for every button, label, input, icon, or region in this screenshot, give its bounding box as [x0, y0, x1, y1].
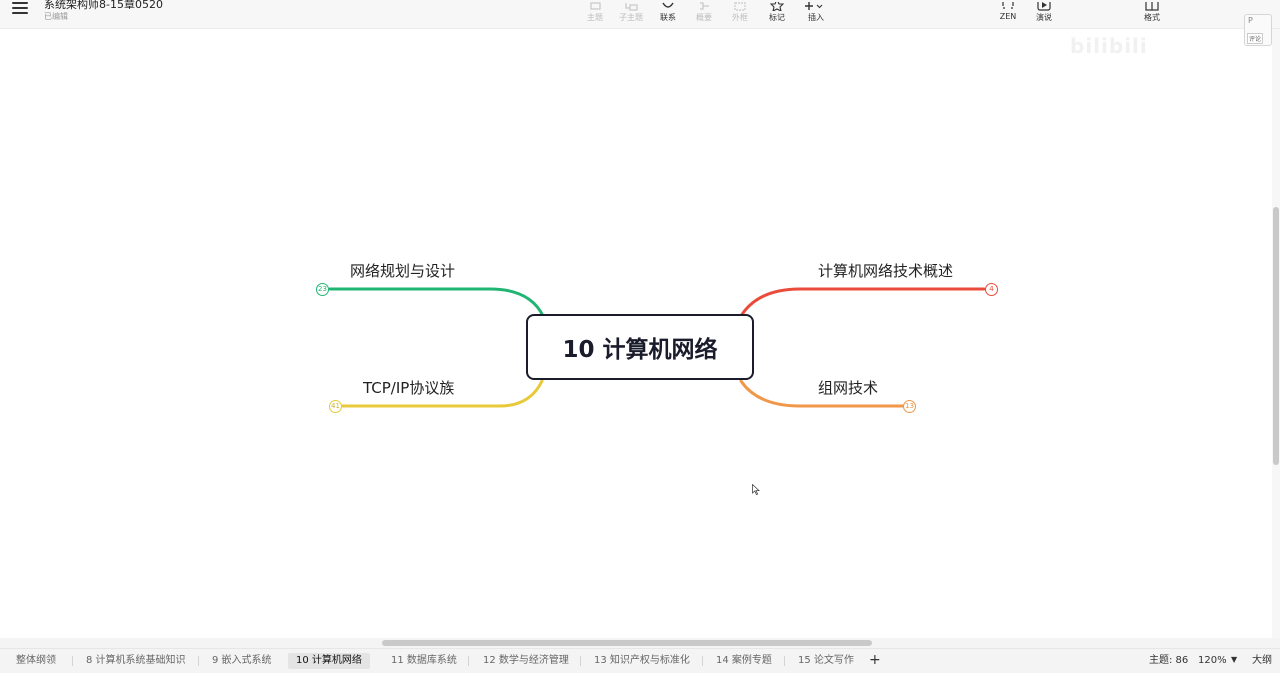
zen-mode-icon [1001, 0, 1015, 9]
format-panel-icon [1145, 0, 1159, 11]
relationship-icon [661, 0, 675, 8]
comment-avatar-widget[interactable]: P 评论 [1244, 14, 1272, 46]
connector-networking-tech [739, 379, 905, 408]
sheet-tab-ch14[interactable]: 14 案例专题 [716, 655, 772, 666]
avatar-letter: P [1248, 16, 1253, 25]
branch-networking-tech-count-badge[interactable]: 13 [903, 400, 916, 413]
add-sheet-plus-icon[interactable]: + [869, 652, 881, 668]
sheet-tab-overview[interactable]: 整体纲领 [16, 655, 56, 666]
toolbar-format-button[interactable]: 格式 [1132, 0, 1172, 28]
tab-divider [784, 656, 785, 666]
toolbar-topic-button[interactable]: 主题 [575, 0, 615, 28]
branch-network-planning[interactable]: 网络规划与设计 [350, 262, 456, 280]
presentation-play-icon [1037, 0, 1051, 11]
branch-network-overview-count-badge[interactable]: 4 [985, 283, 998, 296]
branch-tcpip-count-badge[interactable]: 41 [329, 400, 342, 413]
branch-tcpip[interactable]: TCP/IP协议族 [363, 379, 455, 397]
toolbar-subtopic-label: 子主题 [619, 13, 643, 22]
sheet-tab-ch10[interactable]: 10 计算机网络 [288, 653, 370, 669]
toolbar-zen-label: ZEN [999, 12, 1017, 21]
mouse-pointer-icon [752, 484, 760, 495]
tab-divider [468, 656, 469, 666]
vertical-scroll-thumb[interactable] [1273, 207, 1279, 465]
connector-tcpip [339, 379, 544, 408]
topic-icon [588, 0, 602, 10]
document-title[interactable]: 系统架构师8-15章0520 [44, 0, 163, 11]
boundary-icon [733, 0, 747, 11]
sheet-tab-ch11[interactable]: 11 数据库系统 [391, 655, 457, 666]
central-topic[interactable]: 10 计算机网络 [526, 314, 754, 380]
video-watermark: bilibili [1070, 34, 1148, 58]
tab-divider [72, 656, 73, 666]
toolbar-presentation-label: 演说 [1036, 13, 1052, 22]
insert-plus-icon [804, 0, 826, 10]
toolbar-insert-label: 插入 [808, 13, 824, 22]
toolbar-insert-button[interactable]: 插入 [796, 0, 836, 28]
tab-divider [702, 656, 703, 666]
sheet-tab-ch12[interactable]: 12 数学与经济管理 [483, 655, 569, 666]
sheet-tab-ch9[interactable]: 9 嵌入式系统 [212, 655, 272, 666]
subtopic-icon [624, 0, 638, 11]
toolbar-marker-button[interactable]: 标记 [757, 0, 797, 28]
sheet-tab-ch8[interactable]: 8 计算机系统基础知识 [86, 655, 186, 666]
top-toolbar: 系统架构师8-15章0520 已编辑 主题 子主题 联系 概要 外框 标记 插入… [0, 0, 1280, 29]
mindmap-canvas[interactable] [0, 29, 1272, 638]
star-icon [769, 0, 785, 13]
toolbar-subtopic-button[interactable]: 子主题 [611, 0, 651, 28]
toolbar-topic-label: 主题 [587, 13, 603, 22]
toolbar-zen-button[interactable]: ZEN [988, 0, 1028, 28]
document-status: 已编辑 [44, 12, 68, 21]
sheet-tab-ch15[interactable]: 15 论文写作 [798, 655, 854, 666]
zoom-level[interactable]: 120% [1198, 655, 1227, 666]
connector-network-planning [328, 287, 545, 318]
comment-tag[interactable]: 评论 [1247, 33, 1264, 44]
branch-networking-tech[interactable]: 组网技术 [818, 379, 879, 397]
hamburger-menu-icon[interactable] [12, 2, 28, 16]
vertical-scrollbar[interactable] [1272, 29, 1280, 638]
tab-divider [198, 656, 199, 666]
toolbar-marker-label: 标记 [769, 13, 785, 22]
sheet-tab-bar: 整体纲领 8 计算机系统基础知识 9 嵌入式系统 10 计算机网络 11 数据库… [0, 648, 1280, 673]
branch-connectors [328, 287, 986, 408]
branch-network-overview[interactable]: 计算机网络技术概述 [818, 262, 954, 280]
toolbar-summary-label: 概要 [696, 13, 712, 22]
zoom-chevron-down-icon[interactable]: ▼ [1231, 655, 1238, 664]
toolbar-summary-button[interactable]: 概要 [684, 0, 724, 28]
toolbar-boundary-label: 外框 [732, 13, 748, 22]
sheet-tab-ch13[interactable]: 13 知识产权与标准化 [594, 655, 690, 666]
topic-count: 主题: 86 [1149, 655, 1189, 666]
connector-network-overview [739, 287, 986, 318]
horizontal-scrollbar[interactable] [0, 638, 1280, 648]
branch-network-planning-count-badge[interactable]: 23 [316, 283, 329, 296]
toolbar-boundary-button[interactable]: 外框 [720, 0, 760, 28]
outline-view-button[interactable]: 大纲 [1252, 655, 1272, 666]
toolbar-format-label: 格式 [1144, 13, 1160, 22]
toolbar-relationship-label: 联系 [660, 13, 676, 22]
horizontal-scroll-thumb[interactable] [382, 640, 872, 646]
tab-divider [580, 656, 581, 666]
toolbar-relationship-button[interactable]: 联系 [648, 0, 688, 28]
summary-icon [697, 0, 711, 10]
toolbar-presentation-button[interactable]: 演说 [1024, 0, 1064, 28]
